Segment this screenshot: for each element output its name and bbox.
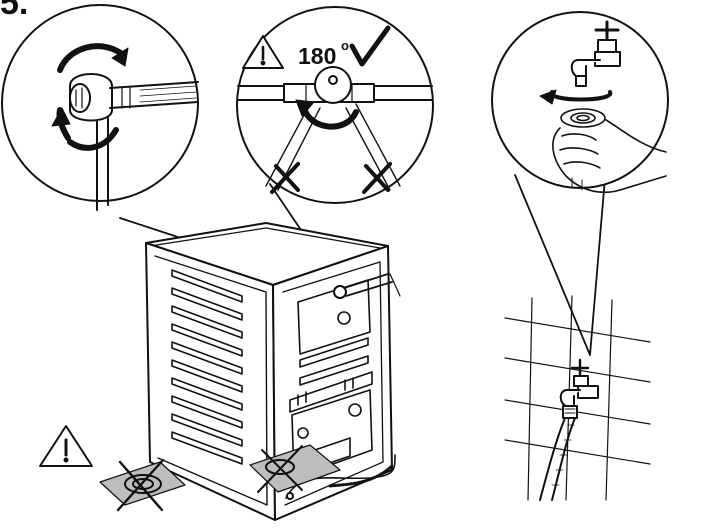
degree-symbol: o — [341, 38, 349, 53]
floor-warning-triangle-icon — [40, 426, 92, 466]
washing-machine — [146, 223, 400, 520]
angle-label: 180 — [298, 43, 336, 69]
rotation-limit-callout: 180 o — [237, 7, 433, 203]
tap-connect-callout — [492, 12, 668, 355]
tighten-nut-callout — [2, 5, 198, 210]
step-number: 5. — [0, 0, 28, 20]
